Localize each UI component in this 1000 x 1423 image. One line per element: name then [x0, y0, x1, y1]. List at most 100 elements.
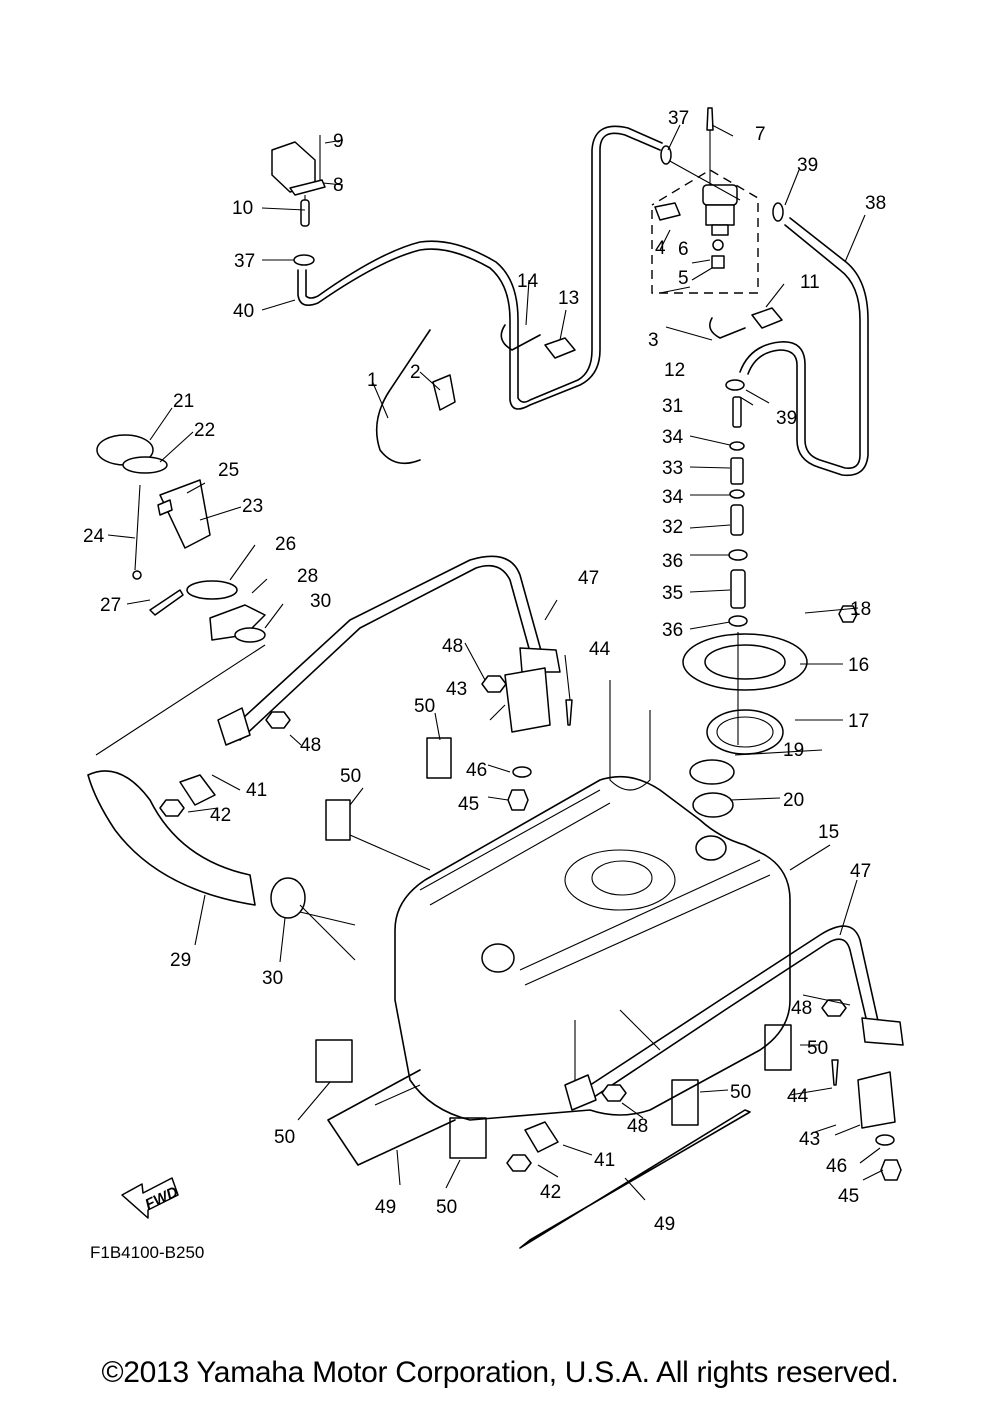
- copyright-notice: ©2013 Yamaha Motor Corporation, U.S.A. A…: [101, 1356, 899, 1389]
- callout-27: 27: [100, 595, 121, 616]
- callout-38: 38: [865, 193, 886, 214]
- callout-4: 4: [655, 238, 666, 259]
- callout-9: 9: [333, 131, 344, 152]
- callout-25: 25: [218, 460, 239, 481]
- callout-42: 42: [540, 1182, 561, 1203]
- callout-15: 15: [818, 822, 839, 843]
- holder-11: [751, 307, 783, 329]
- callout-48: 48: [791, 998, 812, 1019]
- sheet-49: [519, 1109, 751, 1249]
- callout-5: 5: [678, 268, 689, 289]
- callout-10: 10: [232, 198, 253, 219]
- callout-7: 7: [755, 124, 766, 145]
- vent-fitting-stack: [725, 379, 748, 627]
- callout-49: 49: [654, 1214, 675, 1235]
- callout-8: 8: [333, 175, 344, 196]
- callout-37: 37: [234, 251, 255, 272]
- bolt-48: [265, 711, 291, 729]
- sheet-49: [327, 1069, 456, 1166]
- pad-50: [315, 1039, 353, 1083]
- cushion-41: [524, 1121, 559, 1153]
- diagram-code: F1B4100-B250: [90, 1243, 204, 1262]
- callout-36: 36: [662, 620, 683, 641]
- rivet-44: [565, 699, 573, 726]
- washer-46: [512, 766, 532, 778]
- callout-17: 17: [848, 711, 869, 732]
- callout-18: 18: [850, 599, 871, 620]
- callout-40: 40: [233, 301, 254, 322]
- strap-47-upper: [217, 555, 561, 746]
- callout-42: 42: [210, 805, 231, 826]
- callout-46: 46: [466, 760, 487, 781]
- callout-21: 21: [173, 391, 194, 412]
- callout-41: 41: [246, 780, 267, 801]
- callout-19: 19: [783, 740, 804, 761]
- callout-47: 47: [850, 861, 871, 882]
- callout-48: 48: [627, 1116, 648, 1137]
- callout-20: 20: [783, 790, 804, 811]
- callout-47: 47: [578, 568, 599, 589]
- hose-clamp-37: [660, 145, 672, 165]
- callout-26: 26: [275, 534, 296, 555]
- callout-50: 50: [274, 1127, 295, 1148]
- callout-30: 30: [310, 591, 331, 612]
- filler-assembly: [96, 434, 266, 643]
- pad-50: [325, 799, 351, 841]
- nut-45: [507, 789, 529, 811]
- callout-48: 48: [300, 735, 321, 756]
- callout-50: 50: [730, 1082, 751, 1103]
- pad-50: [764, 1024, 792, 1071]
- callout-14: 14: [517, 271, 539, 292]
- rivet-44: [831, 1059, 839, 1086]
- bracket-43: [857, 1071, 896, 1129]
- callout-45: 45: [458, 794, 479, 815]
- callout-34: 34: [662, 487, 684, 508]
- callout-46: 46: [826, 1156, 847, 1177]
- nut-45: [880, 1159, 902, 1181]
- clamp-30: [270, 877, 306, 919]
- callout-44: 44: [787, 1086, 809, 1107]
- forward-direction-arrow: FWD: [121, 1177, 181, 1219]
- holder-13: [544, 337, 576, 359]
- cable-tie-14: [500, 324, 541, 351]
- callout-22: 22: [194, 420, 215, 441]
- callout-1: 1: [367, 370, 378, 391]
- strap-47-lower: [564, 925, 904, 1111]
- band-20: [692, 792, 734, 818]
- callout-33: 33: [662, 458, 683, 479]
- callout-29: 29: [170, 950, 191, 971]
- callout-36: 36: [662, 551, 683, 572]
- callout-labels: 1 2 3 4 5 6 7 8 9 10 11 12 13 14 15 16 1…: [83, 108, 886, 1235]
- cable-tie-12: [709, 317, 746, 339]
- callout-41: 41: [594, 1150, 615, 1171]
- nut-18: [838, 605, 858, 623]
- bracket-8: [271, 135, 326, 227]
- cap-19: [689, 759, 735, 785]
- bolt-48: [601, 1084, 627, 1102]
- hose-clamp-39: [772, 202, 784, 222]
- cable-tie-1: [375, 329, 431, 465]
- fuel-tank-15: [394, 680, 791, 1121]
- callout-11: 11: [800, 272, 820, 293]
- callout-23: 23: [242, 496, 263, 517]
- callout-39: 39: [797, 155, 818, 176]
- washer-46: [875, 1134, 895, 1146]
- callout-39: 39: [776, 408, 797, 429]
- callout-34: 34: [662, 427, 684, 448]
- callout-3: 3: [648, 330, 659, 351]
- callout-49: 49: [375, 1197, 396, 1218]
- callout-28: 28: [297, 566, 318, 587]
- callout-48: 48: [442, 636, 463, 657]
- bolt-48: [481, 675, 507, 693]
- callout-50: 50: [807, 1038, 828, 1059]
- callout-50: 50: [436, 1197, 457, 1218]
- callout-2: 2: [410, 362, 421, 383]
- pad-50: [671, 1079, 699, 1126]
- callout-45: 45: [838, 1186, 859, 1207]
- callout-32: 32: [662, 517, 683, 538]
- callout-37: 37: [668, 108, 689, 129]
- holder-2: [432, 374, 456, 411]
- callout-43: 43: [799, 1129, 820, 1150]
- callout-31: 31: [662, 396, 683, 417]
